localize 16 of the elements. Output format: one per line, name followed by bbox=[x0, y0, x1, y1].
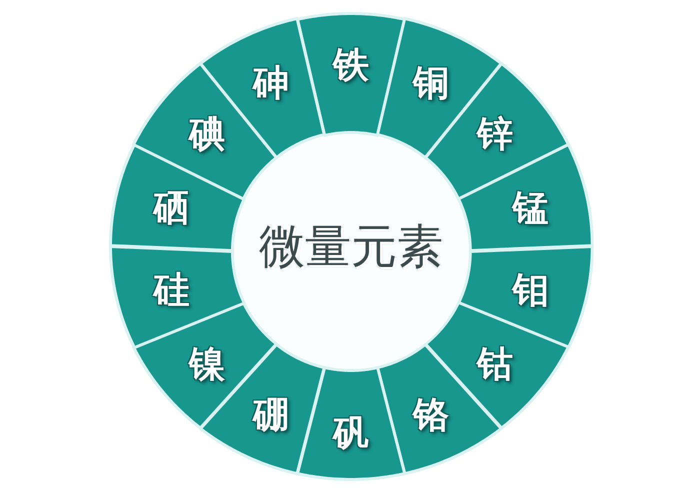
center-circle bbox=[234, 134, 468, 368]
segment-label: 硼 bbox=[253, 398, 290, 434]
segment-label: 铜 bbox=[412, 66, 449, 102]
segment-label: 矾 bbox=[332, 416, 369, 452]
segment-label: 硒 bbox=[154, 191, 190, 228]
center-label: 微量元素 bbox=[259, 223, 443, 269]
segment-label: 锌 bbox=[476, 117, 513, 154]
segment-label: 钴 bbox=[476, 346, 513, 383]
segment-label: 硅 bbox=[154, 272, 190, 309]
segment-label: 铬 bbox=[412, 398, 449, 434]
segment-label: 镍 bbox=[189, 346, 226, 383]
segment-label: 锰 bbox=[512, 191, 548, 228]
segment-label: 钼 bbox=[512, 272, 548, 309]
segment-label: 铁 bbox=[332, 48, 369, 84]
segment-label: 砷 bbox=[253, 66, 290, 102]
segment-label: 碘 bbox=[189, 117, 226, 154]
